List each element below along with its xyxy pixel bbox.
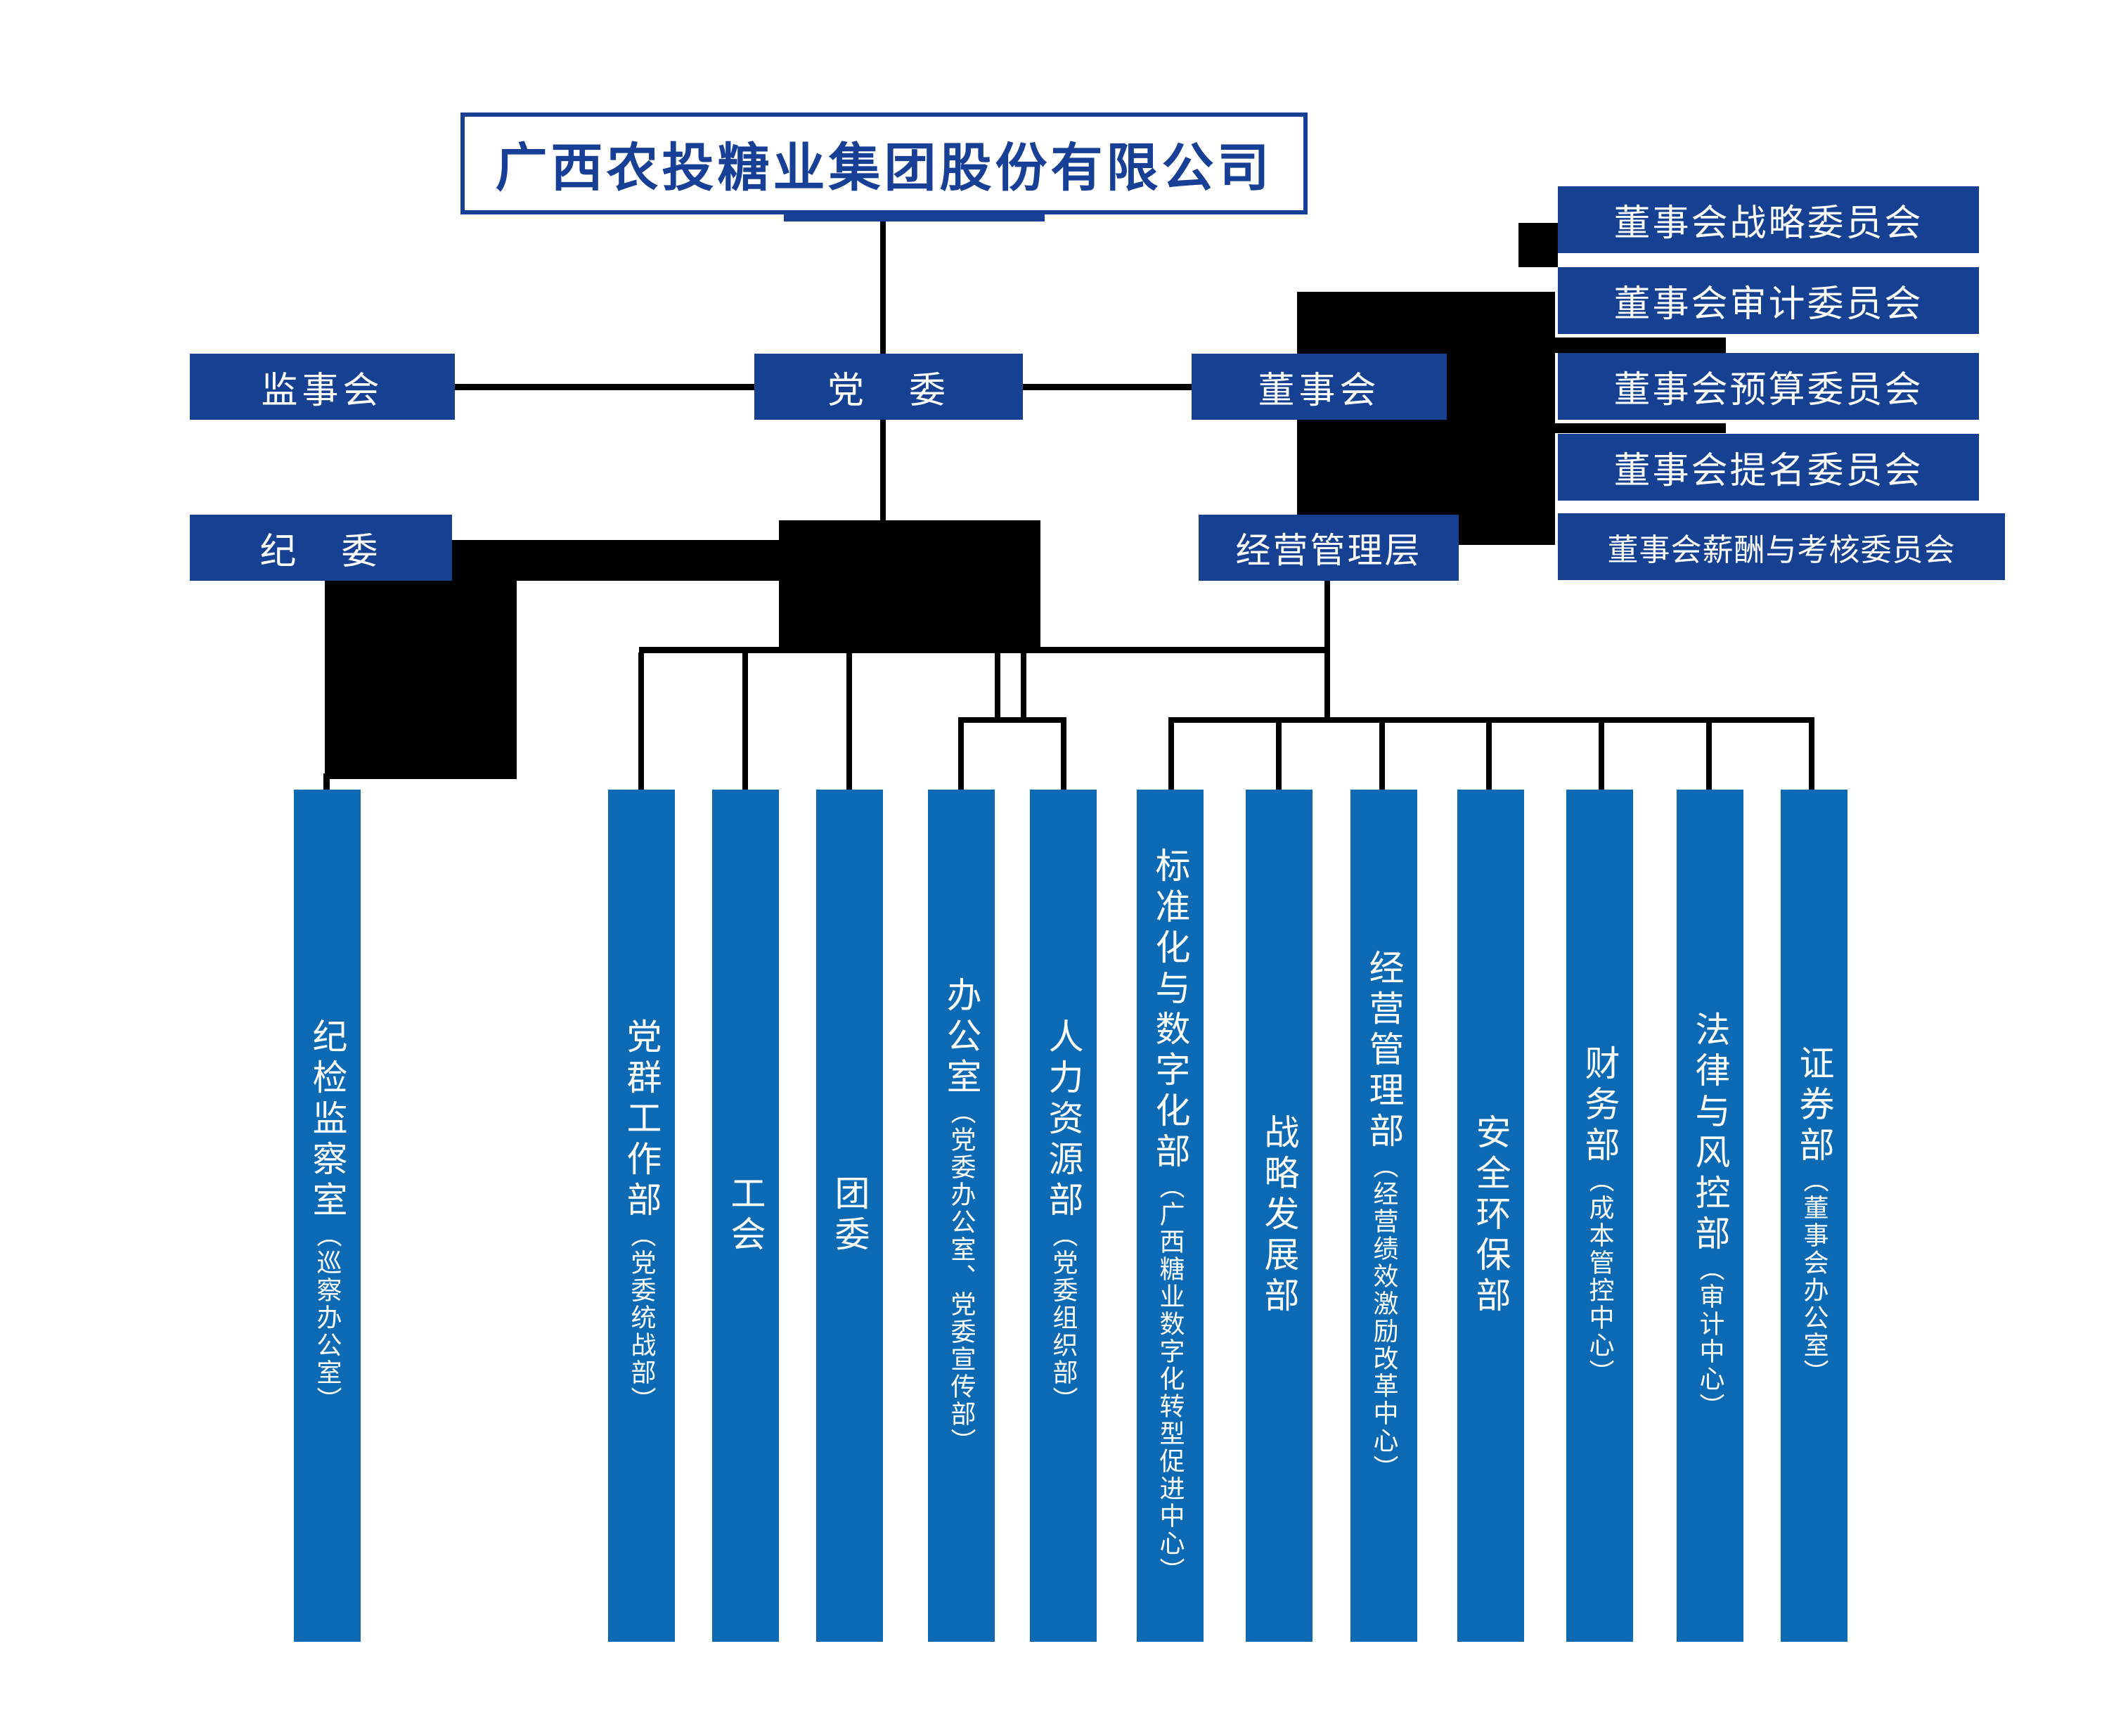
department-subname: （巡察办公室） <box>313 1221 342 1414</box>
board-committee-box: 董事会战略委员会 <box>1558 186 1979 253</box>
drop-legal <box>1706 721 1712 790</box>
connector-main-horizontal <box>639 647 1327 653</box>
department-bar-label: 经营管理部（经营绩效激励改革中心） <box>1364 949 1404 1482</box>
subbracket-vertical-2 <box>1021 652 1026 721</box>
node-supervisory-board: 监事会 <box>190 354 455 420</box>
node-management-level: 经营管理层 <box>1199 515 1459 581</box>
department-name: 标准化与数字化部 <box>1150 847 1190 1174</box>
department-bar: 团委 <box>816 790 883 1642</box>
department-bar-label: 法律与风控部（审计中心） <box>1690 1011 1730 1420</box>
board-committee-box: 董事会薪酬与考核委员会 <box>1558 513 2005 580</box>
department-bar-label: 战略发展部 <box>1259 1114 1299 1318</box>
drop-partywork <box>638 652 644 791</box>
department-name: 经营管理部 <box>1364 949 1404 1153</box>
department-name: 人力资源部 <box>1043 1017 1083 1222</box>
connector-supervisory-party <box>455 384 754 390</box>
board-committee-box: 董事会提名委员会 <box>1558 434 1979 501</box>
department-name: 办公室 <box>941 976 981 1099</box>
connector-party-board <box>1023 384 1192 390</box>
department-name: 战略发展部 <box>1259 1114 1299 1318</box>
department-bar: 财务部（成本管控中心） <box>1566 790 1633 1642</box>
department-bar: 战略发展部 <box>1246 790 1313 1642</box>
department-bar: 人力资源部（党委组织部） <box>1030 790 1097 1642</box>
subbracket-vertical-1 <box>995 652 1000 721</box>
drop-standardization <box>1168 721 1174 790</box>
drop-operation <box>1379 721 1385 790</box>
department-name: 财务部 <box>1580 1045 1620 1167</box>
node-party-committee: 党 委 <box>754 354 1023 420</box>
black-block-committee-top <box>1518 223 1558 267</box>
department-bar-label: 工会 <box>725 1175 766 1256</box>
drop-finance <box>1599 721 1604 790</box>
department-bar-label: 办公室（党委办公室、党委宣传部） <box>941 976 981 1455</box>
department-bar: 证券部（董事会办公室） <box>1781 790 1847 1642</box>
department-name: 纪检监察室 <box>307 1017 347 1222</box>
black-band-committee-1 <box>1529 337 1726 353</box>
department-bar-label: 纪检监察室（巡察办公室） <box>307 1017 347 1414</box>
department-bar: 纪检监察室（巡察办公室） <box>294 790 361 1642</box>
department-bar: 法律与风控部（审计中心） <box>1677 790 1743 1642</box>
department-name: 团委 <box>830 1175 870 1256</box>
department-bar-label: 安全环保部 <box>1471 1114 1511 1318</box>
black-band-committee-2 <box>1529 423 1726 433</box>
department-subname: （成本管控中心） <box>1585 1167 1615 1387</box>
department-subname: （党委组织部） <box>1049 1221 1078 1414</box>
board-committee-box: 董事会预算委员会 <box>1558 353 1979 420</box>
department-bar: 党群工作部（党委统战部） <box>608 790 675 1642</box>
department-subname: （党委办公室、党委宣传部） <box>947 1098 976 1455</box>
drop-office <box>958 721 964 790</box>
department-bar: 安全环保部 <box>1457 790 1524 1642</box>
connector-title-party <box>880 211 886 355</box>
department-subname: （董事会办公室） <box>1800 1167 1829 1387</box>
node-discipline-committee: 纪 委 <box>190 515 452 581</box>
connector-party-down <box>880 420 886 522</box>
department-subname: （经营绩效激励改革中心） <box>1369 1153 1399 1482</box>
black-block-party <box>779 520 1040 647</box>
department-bar-label: 财务部（成本管控中心） <box>1580 1045 1620 1387</box>
department-bar-label: 党群工作部（党委统战部） <box>621 1017 662 1414</box>
drop-youthleague <box>846 652 852 791</box>
drop-safety <box>1486 721 1492 790</box>
department-bar: 标准化与数字化部（广西糖业数字化转型促进中心） <box>1137 790 1204 1642</box>
department-name: 证券部 <box>1794 1045 1834 1167</box>
black-block-discipline <box>325 581 517 779</box>
bracket-management <box>1168 717 1814 723</box>
department-subname: （审计中心） <box>1696 1256 1725 1420</box>
department-bar-label: 标准化与数字化部（广西糖业数字化转型促进中心） <box>1150 847 1190 1585</box>
drop-strategy <box>1276 721 1282 790</box>
department-subname: （广西糖业数字化转型促进中心） <box>1156 1173 1185 1585</box>
department-bar: 办公室（党委办公室、党委宣传部） <box>928 790 995 1642</box>
department-bar-label: 团委 <box>830 1175 870 1256</box>
company-title-box: 广西农投糖业集团股份有限公司 <box>460 112 1308 214</box>
drop-securities <box>1809 721 1814 790</box>
drop-hr <box>1061 721 1066 790</box>
board-committee-box: 董事会审计委员会 <box>1558 267 1979 334</box>
department-name: 党群工作部 <box>621 1017 662 1222</box>
node-board-of-directors: 董事会 <box>1192 354 1447 420</box>
title-underline <box>784 213 1045 221</box>
subbracket-horizontal <box>958 717 1066 723</box>
department-bar: 工会 <box>712 790 779 1642</box>
department-name: 工会 <box>725 1175 766 1256</box>
department-bar: 经营管理部（经营绩效激励改革中心） <box>1350 790 1417 1642</box>
department-bar-label: 人力资源部（党委组织部） <box>1043 1017 1083 1414</box>
black-band-discipline <box>452 540 780 581</box>
department-bar-label: 证券部（董事会办公室） <box>1794 1045 1834 1387</box>
department-name: 法律与风控部 <box>1690 1011 1730 1256</box>
connector-management-down <box>1324 581 1330 723</box>
department-subname: （党委统战部） <box>627 1221 657 1414</box>
department-name: 安全环保部 <box>1471 1114 1511 1318</box>
drop-inspection <box>323 773 330 792</box>
drop-union <box>742 652 748 791</box>
